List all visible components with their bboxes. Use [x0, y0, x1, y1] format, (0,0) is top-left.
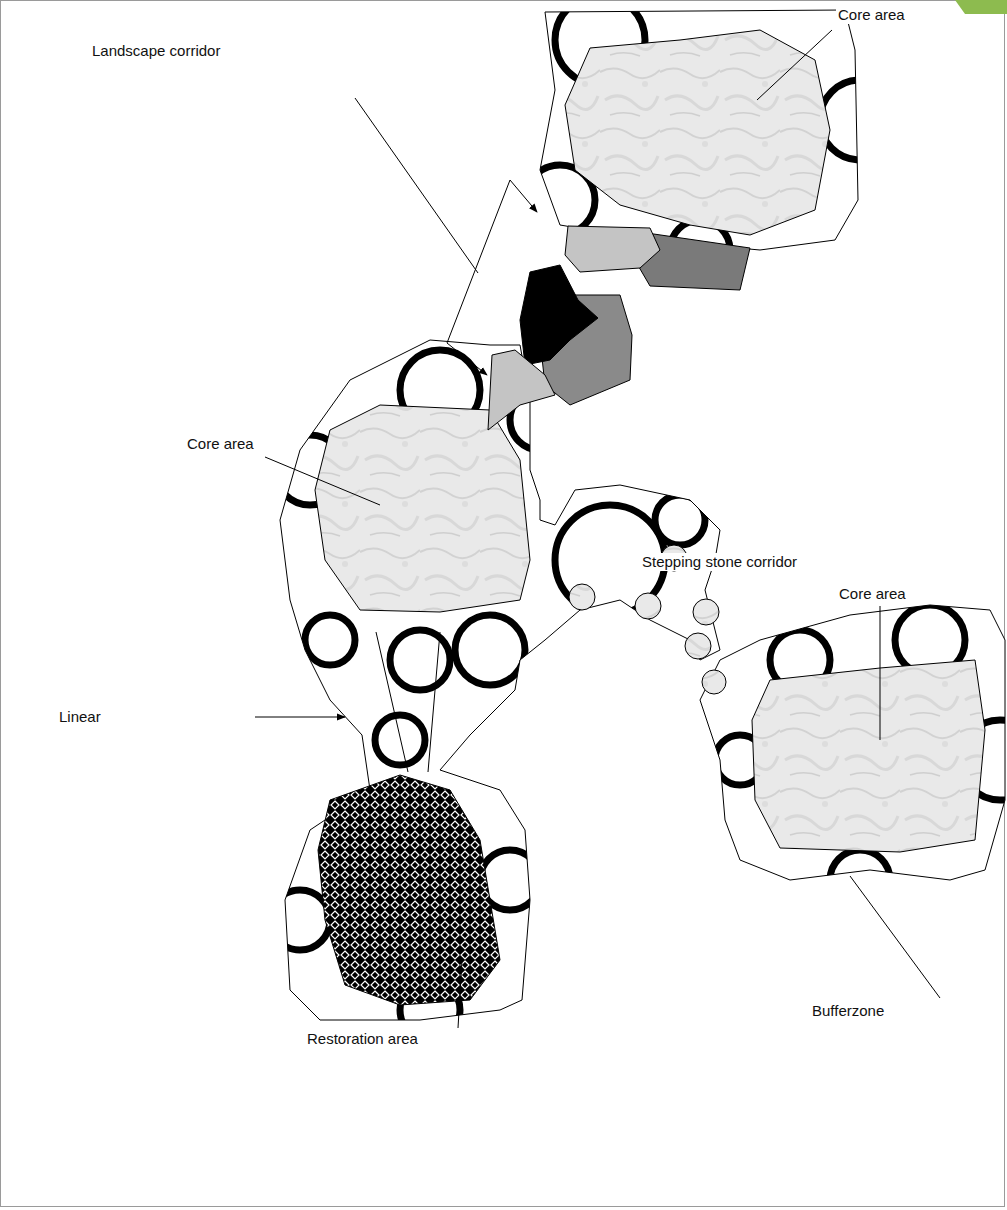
- callout-label: Bufferzone: [810, 1002, 886, 1020]
- corner-tab: [955, 0, 1007, 14]
- core-area: [315, 405, 530, 612]
- corridor-patch: [488, 350, 555, 430]
- leader-line: [757, 30, 832, 100]
- core-area: [752, 660, 985, 852]
- arrow: [255, 717, 345, 718]
- callout-label: Linear: [57, 708, 103, 726]
- corridor-bracket: [447, 180, 510, 343]
- core-area: [565, 30, 830, 235]
- buffer-texture: [270, 0, 1007, 1040]
- corridor-bracket: [510, 180, 537, 212]
- callout-label: Landscape corridor: [90, 42, 222, 60]
- callout-label: Restoration area: [305, 1030, 420, 1048]
- leader-line: [850, 876, 940, 998]
- leader-line: [265, 457, 380, 505]
- buffer-region: [540, 10, 858, 250]
- callout-label: Stepping stone corridor: [640, 553, 799, 571]
- callout-label: Core area: [837, 585, 908, 603]
- buffer-region: [700, 605, 1005, 880]
- callout-label: Core area: [185, 435, 256, 453]
- corridor-patch: [565, 226, 660, 272]
- corridor-bracket: [447, 343, 487, 375]
- linear-corridor-edge: [376, 632, 408, 772]
- corridor-patch: [520, 265, 598, 365]
- leader-line: [458, 960, 462, 1028]
- restoration-area: [318, 775, 500, 1005]
- leader-line: [355, 98, 478, 273]
- leader-line: [880, 606, 881, 740]
- buffer-region: [280, 340, 720, 1020]
- linear-corridor-edge: [428, 632, 440, 772]
- callout-label: Core area: [836, 6, 907, 24]
